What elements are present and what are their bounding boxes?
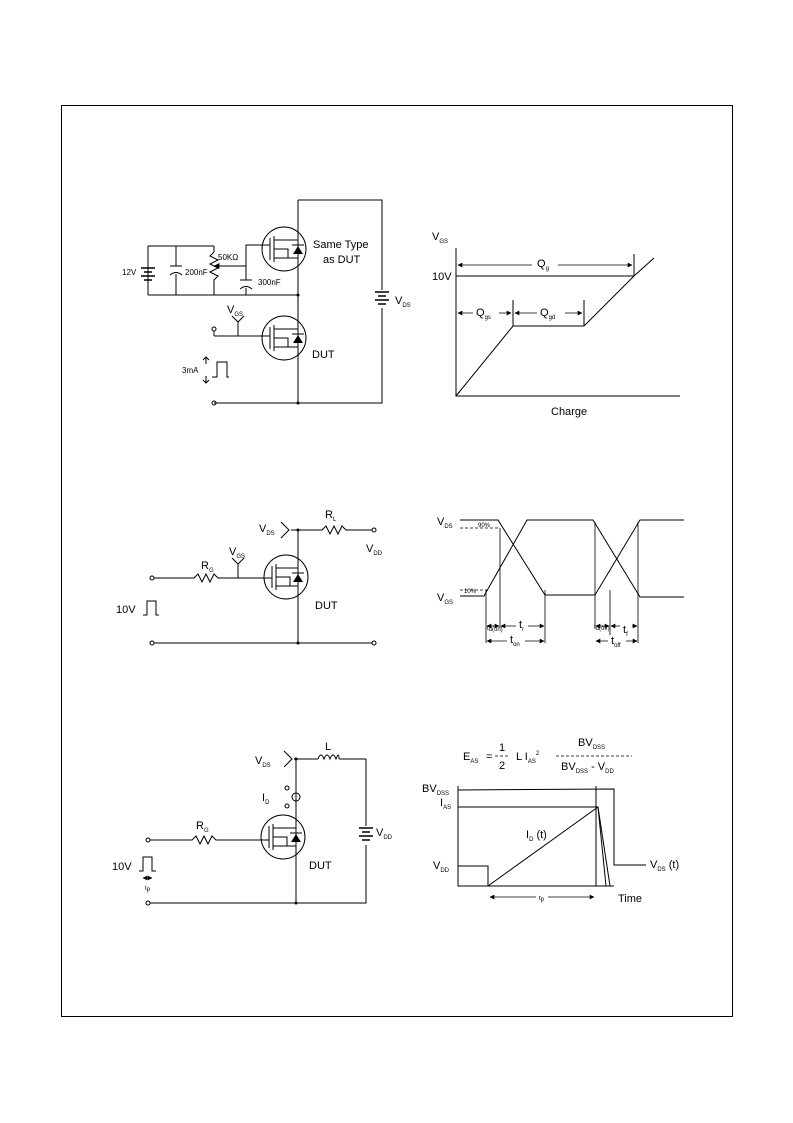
dut-label-3: DUT bbox=[309, 860, 332, 872]
qg-label: Qg bbox=[537, 258, 549, 272]
vgs-label-2: VGS bbox=[229, 546, 245, 560]
vgs-wave-label: VGS bbox=[437, 592, 453, 606]
vds-wave-label: VDS bbox=[437, 516, 453, 530]
ton-label: ton bbox=[510, 634, 520, 648]
pulse-10v-label-3: 10V bbox=[112, 861, 132, 873]
dut-mosfet-icon bbox=[261, 295, 307, 403]
vds-probe-icon bbox=[280, 521, 290, 539]
pct-90-label: 90% bbox=[478, 523, 491, 529]
vgs-probe-icon bbox=[231, 315, 245, 336]
inductor-icon bbox=[317, 754, 340, 761]
eq-den: 2 bbox=[499, 760, 505, 772]
vds-avalanche-line bbox=[457, 788, 646, 866]
eq-num: 1 bbox=[499, 742, 505, 754]
gate-charge-waveform: VGS 10V Qg Qgs Qgd Charge bbox=[432, 231, 680, 418]
switching-waveform: VDS VGS 90% 10% td(on) tr ton td(off) tf… bbox=[437, 516, 684, 649]
vgs-charge-curve bbox=[455, 257, 655, 397]
eq-bv: BVDSS bbox=[578, 737, 605, 751]
vds-probe-icon-3 bbox=[283, 750, 293, 768]
eq-lhs: EAS bbox=[463, 751, 478, 765]
time-axis-label: Time bbox=[618, 893, 642, 905]
cap-300nf-label: 300nF bbox=[258, 278, 281, 287]
vgs-waveform-line bbox=[460, 519, 684, 598]
current-3ma-label: 3mA bbox=[182, 366, 199, 375]
vgs-probe-icon-2 bbox=[231, 557, 245, 578]
rg-label-3: RG bbox=[196, 820, 209, 834]
rg-label: RG bbox=[201, 560, 214, 574]
id-ramp-line bbox=[487, 806, 611, 887]
pct-10-label: 10% bbox=[464, 589, 477, 595]
tp-label-circuit: tp bbox=[145, 886, 151, 893]
charge-axis-label: Charge bbox=[551, 406, 587, 418]
pulse-icon-2 bbox=[143, 600, 159, 616]
vds-label-3: VDS bbox=[255, 755, 271, 769]
pulse-10v-label: 10V bbox=[116, 604, 136, 616]
rg-resistor-icon-3 bbox=[150, 834, 269, 846]
capacitor-300nf-icon bbox=[239, 279, 253, 290]
vdst-label: VDS (t) bbox=[650, 859, 679, 873]
tp-label-wave: tp bbox=[539, 896, 545, 903]
l-label: L bbox=[325, 741, 331, 753]
rl-label: RL bbox=[325, 509, 337, 523]
id-label: ID bbox=[262, 792, 270, 806]
vdd-label-2: VDD bbox=[366, 543, 383, 557]
current-arrow-icon bbox=[202, 356, 210, 384]
upper-fet-label-1: Same Type bbox=[313, 239, 368, 251]
pulse-icon bbox=[212, 361, 229, 378]
switching-circuit: VDS RL VDD RG VGS 10V DUT bbox=[116, 509, 383, 646]
rl-resistor-icon bbox=[291, 524, 372, 643]
dut-mosfet-icon-2 bbox=[263, 554, 309, 600]
td-on-label: td(on) bbox=[487, 626, 503, 633]
level-10v-label: 10V bbox=[432, 271, 452, 283]
current-probe-icon bbox=[291, 792, 301, 802]
qgs-label: Qgs bbox=[476, 307, 491, 321]
page-frame bbox=[61, 105, 733, 1017]
vgs-axis-label: VGS bbox=[432, 231, 448, 245]
gate-charge-circuit: 12V 200nF 50KΩ 300nF Same Type as DUT VD… bbox=[122, 199, 411, 406]
eq-li: L IAS2 bbox=[516, 751, 540, 765]
cap-200nf-label: 200nF bbox=[185, 268, 208, 277]
tf-label: tf bbox=[623, 624, 628, 638]
bvdss-label: BVDSS bbox=[422, 783, 449, 797]
vds-label-1: VDS bbox=[395, 295, 411, 309]
vdd-wave-label: VDD bbox=[433, 860, 450, 874]
vds-label-2: VDS bbox=[259, 523, 275, 537]
potentiometer-icon bbox=[208, 246, 220, 295]
battery-12v-icon bbox=[141, 267, 155, 281]
pot-50k-label: 50KΩ bbox=[218, 253, 238, 262]
axes bbox=[455, 248, 680, 397]
vdd-step-line bbox=[458, 865, 489, 886]
pulse-icon-3 bbox=[139, 856, 156, 872]
upper-mosfet-icon bbox=[261, 200, 307, 295]
dut-label-2: DUT bbox=[315, 600, 338, 612]
battery-vds-icon bbox=[375, 291, 389, 305]
battery-vdd-icon bbox=[359, 827, 373, 841]
capacitor-200nf-icon bbox=[169, 265, 183, 276]
toff-label: toff bbox=[611, 635, 621, 649]
tr-label: tr bbox=[519, 619, 524, 633]
dut-mosfet-icon-3 bbox=[260, 814, 306, 860]
vdd-label-3: VDD bbox=[376, 827, 393, 841]
td-off-label: td(off) bbox=[594, 625, 610, 632]
rg-resistor-icon bbox=[154, 572, 272, 584]
dut-label-1: DUT bbox=[312, 349, 335, 361]
source-12v-label: 12V bbox=[122, 268, 137, 277]
vgs-label-1: VGS bbox=[227, 304, 243, 318]
avalanche-waveform: EAS = 1 2 L IAS2 BVDSS BVDSS - VDD BVDSS… bbox=[422, 737, 679, 905]
eq-den2: BVDSS - VDD bbox=[561, 761, 614, 775]
upper-fet-label-2: as DUT bbox=[323, 254, 361, 266]
vds-waveform-line bbox=[460, 519, 684, 596]
idt-label: ID (t) bbox=[526, 829, 547, 843]
qgd-label: Qgd bbox=[540, 307, 555, 321]
ias-label: IAS bbox=[440, 797, 451, 811]
eq-equals: = bbox=[486, 751, 492, 763]
avalanche-circuit: VDS L VDD ID RG tp 10V DUT bbox=[112, 741, 393, 906]
